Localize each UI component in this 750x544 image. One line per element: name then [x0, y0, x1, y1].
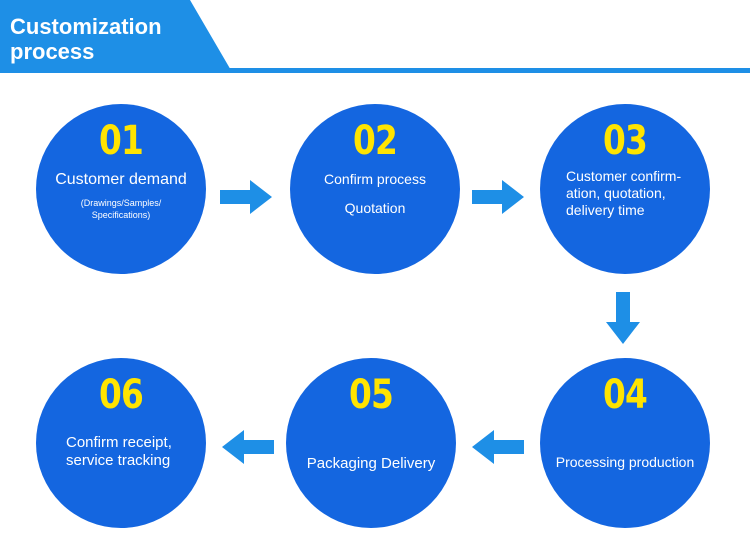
step-label: Processing production	[555, 454, 695, 470]
arrow-left-icon	[222, 430, 274, 464]
step-label: Customer confirm- ation, quotation, deli…	[566, 168, 682, 218]
step-circle-02: 02 Confirm process Quotation	[290, 104, 460, 274]
step-label: Confirm receipt, service tracking	[66, 434, 172, 469]
step-circle-06: 06 Confirm receipt, service tracking	[36, 358, 206, 528]
step-label: Packaging Delivery	[306, 455, 436, 472]
step-number: 04	[602, 372, 648, 418]
step-detail: (Drawings/Samples/ Specifications)	[80, 198, 162, 220]
step-circle-01: 01 Customer demand (Drawings/Samples/ Sp…	[36, 104, 206, 274]
arrow-right-icon	[472, 180, 524, 214]
arrow-down-icon	[606, 292, 640, 344]
step-number: 03	[602, 118, 648, 164]
step-number: 06	[98, 372, 144, 418]
step-number: 02	[352, 118, 398, 164]
step-detail: Quotation	[344, 200, 406, 216]
step-circle-04: 04 Processing production	[540, 358, 710, 528]
arrow-left-icon	[472, 430, 524, 464]
step-label: Confirm process	[324, 171, 426, 187]
header-rule	[0, 68, 750, 73]
page-title: Customization process	[10, 14, 162, 64]
step-circle-03: 03 Customer confirm- ation, quotation, d…	[540, 104, 710, 274]
step-number: 05	[348, 372, 394, 418]
step-label: Customer demand	[55, 171, 187, 188]
header-banner	[0, 0, 232, 72]
step-circle-05: 05 Packaging Delivery	[286, 358, 456, 528]
step-number: 01	[98, 118, 144, 164]
arrow-right-icon	[220, 180, 272, 214]
